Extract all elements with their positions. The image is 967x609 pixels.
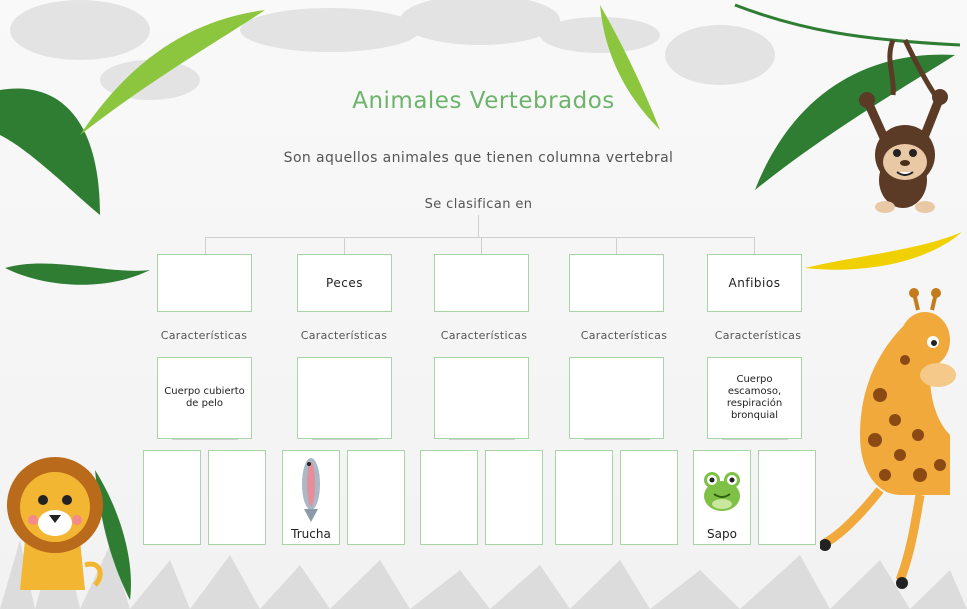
feature-box-3[interactable] bbox=[434, 357, 529, 439]
lion-icon bbox=[7, 457, 103, 590]
characteristics-label-2: Características bbox=[300, 329, 388, 342]
giraffe-icon bbox=[820, 288, 956, 589]
example-box-1b[interactable] bbox=[208, 450, 266, 545]
classify-label: Se clasifican en bbox=[424, 197, 533, 212]
example-box-3a[interactable] bbox=[420, 450, 478, 545]
example-box-4b[interactable] bbox=[620, 450, 678, 545]
example-label-sapo: Sapo bbox=[707, 527, 737, 541]
example-box-5b[interactable] bbox=[758, 450, 816, 545]
monkey-icon bbox=[859, 38, 948, 213]
fish-icon bbox=[302, 458, 320, 522]
page-title: Animales Vertebrados bbox=[352, 88, 615, 114]
category-box-1[interactable] bbox=[157, 254, 252, 312]
example-box-2a[interactable]: Trucha bbox=[282, 450, 340, 545]
example-box-4a[interactable] bbox=[555, 450, 613, 545]
characteristics-label-1: Características bbox=[160, 329, 248, 342]
example-box-1a[interactable] bbox=[143, 450, 201, 545]
feature-box-2[interactable] bbox=[297, 357, 392, 439]
example-label-trucha: Trucha bbox=[291, 527, 331, 541]
category-box-4[interactable] bbox=[569, 254, 664, 312]
feature-box-1[interactable]: Cuerpo cubierto de pelo bbox=[157, 357, 252, 439]
definition-text: Son aquellos animales que tienen columna… bbox=[283, 150, 674, 166]
characteristics-label-4: Características bbox=[580, 329, 668, 342]
characteristics-label-3: Características bbox=[440, 329, 528, 342]
example-box-3b[interactable] bbox=[485, 450, 543, 545]
category-box-2[interactable]: Peces bbox=[297, 254, 392, 312]
example-box-5a[interactable]: Sapo bbox=[693, 450, 751, 545]
characteristics-label-5: Características bbox=[714, 329, 802, 342]
feature-box-5[interactable]: Cuerpo escamoso, respiración bronquial bbox=[707, 357, 802, 439]
category-box-3[interactable] bbox=[434, 254, 529, 312]
example-box-2b[interactable] bbox=[347, 450, 405, 545]
leaf-left-dark bbox=[0, 88, 100, 215]
frog-icon bbox=[704, 472, 740, 511]
feature-box-4[interactable] bbox=[569, 357, 664, 439]
category-box-5[interactable]: Anfibios bbox=[707, 254, 802, 312]
